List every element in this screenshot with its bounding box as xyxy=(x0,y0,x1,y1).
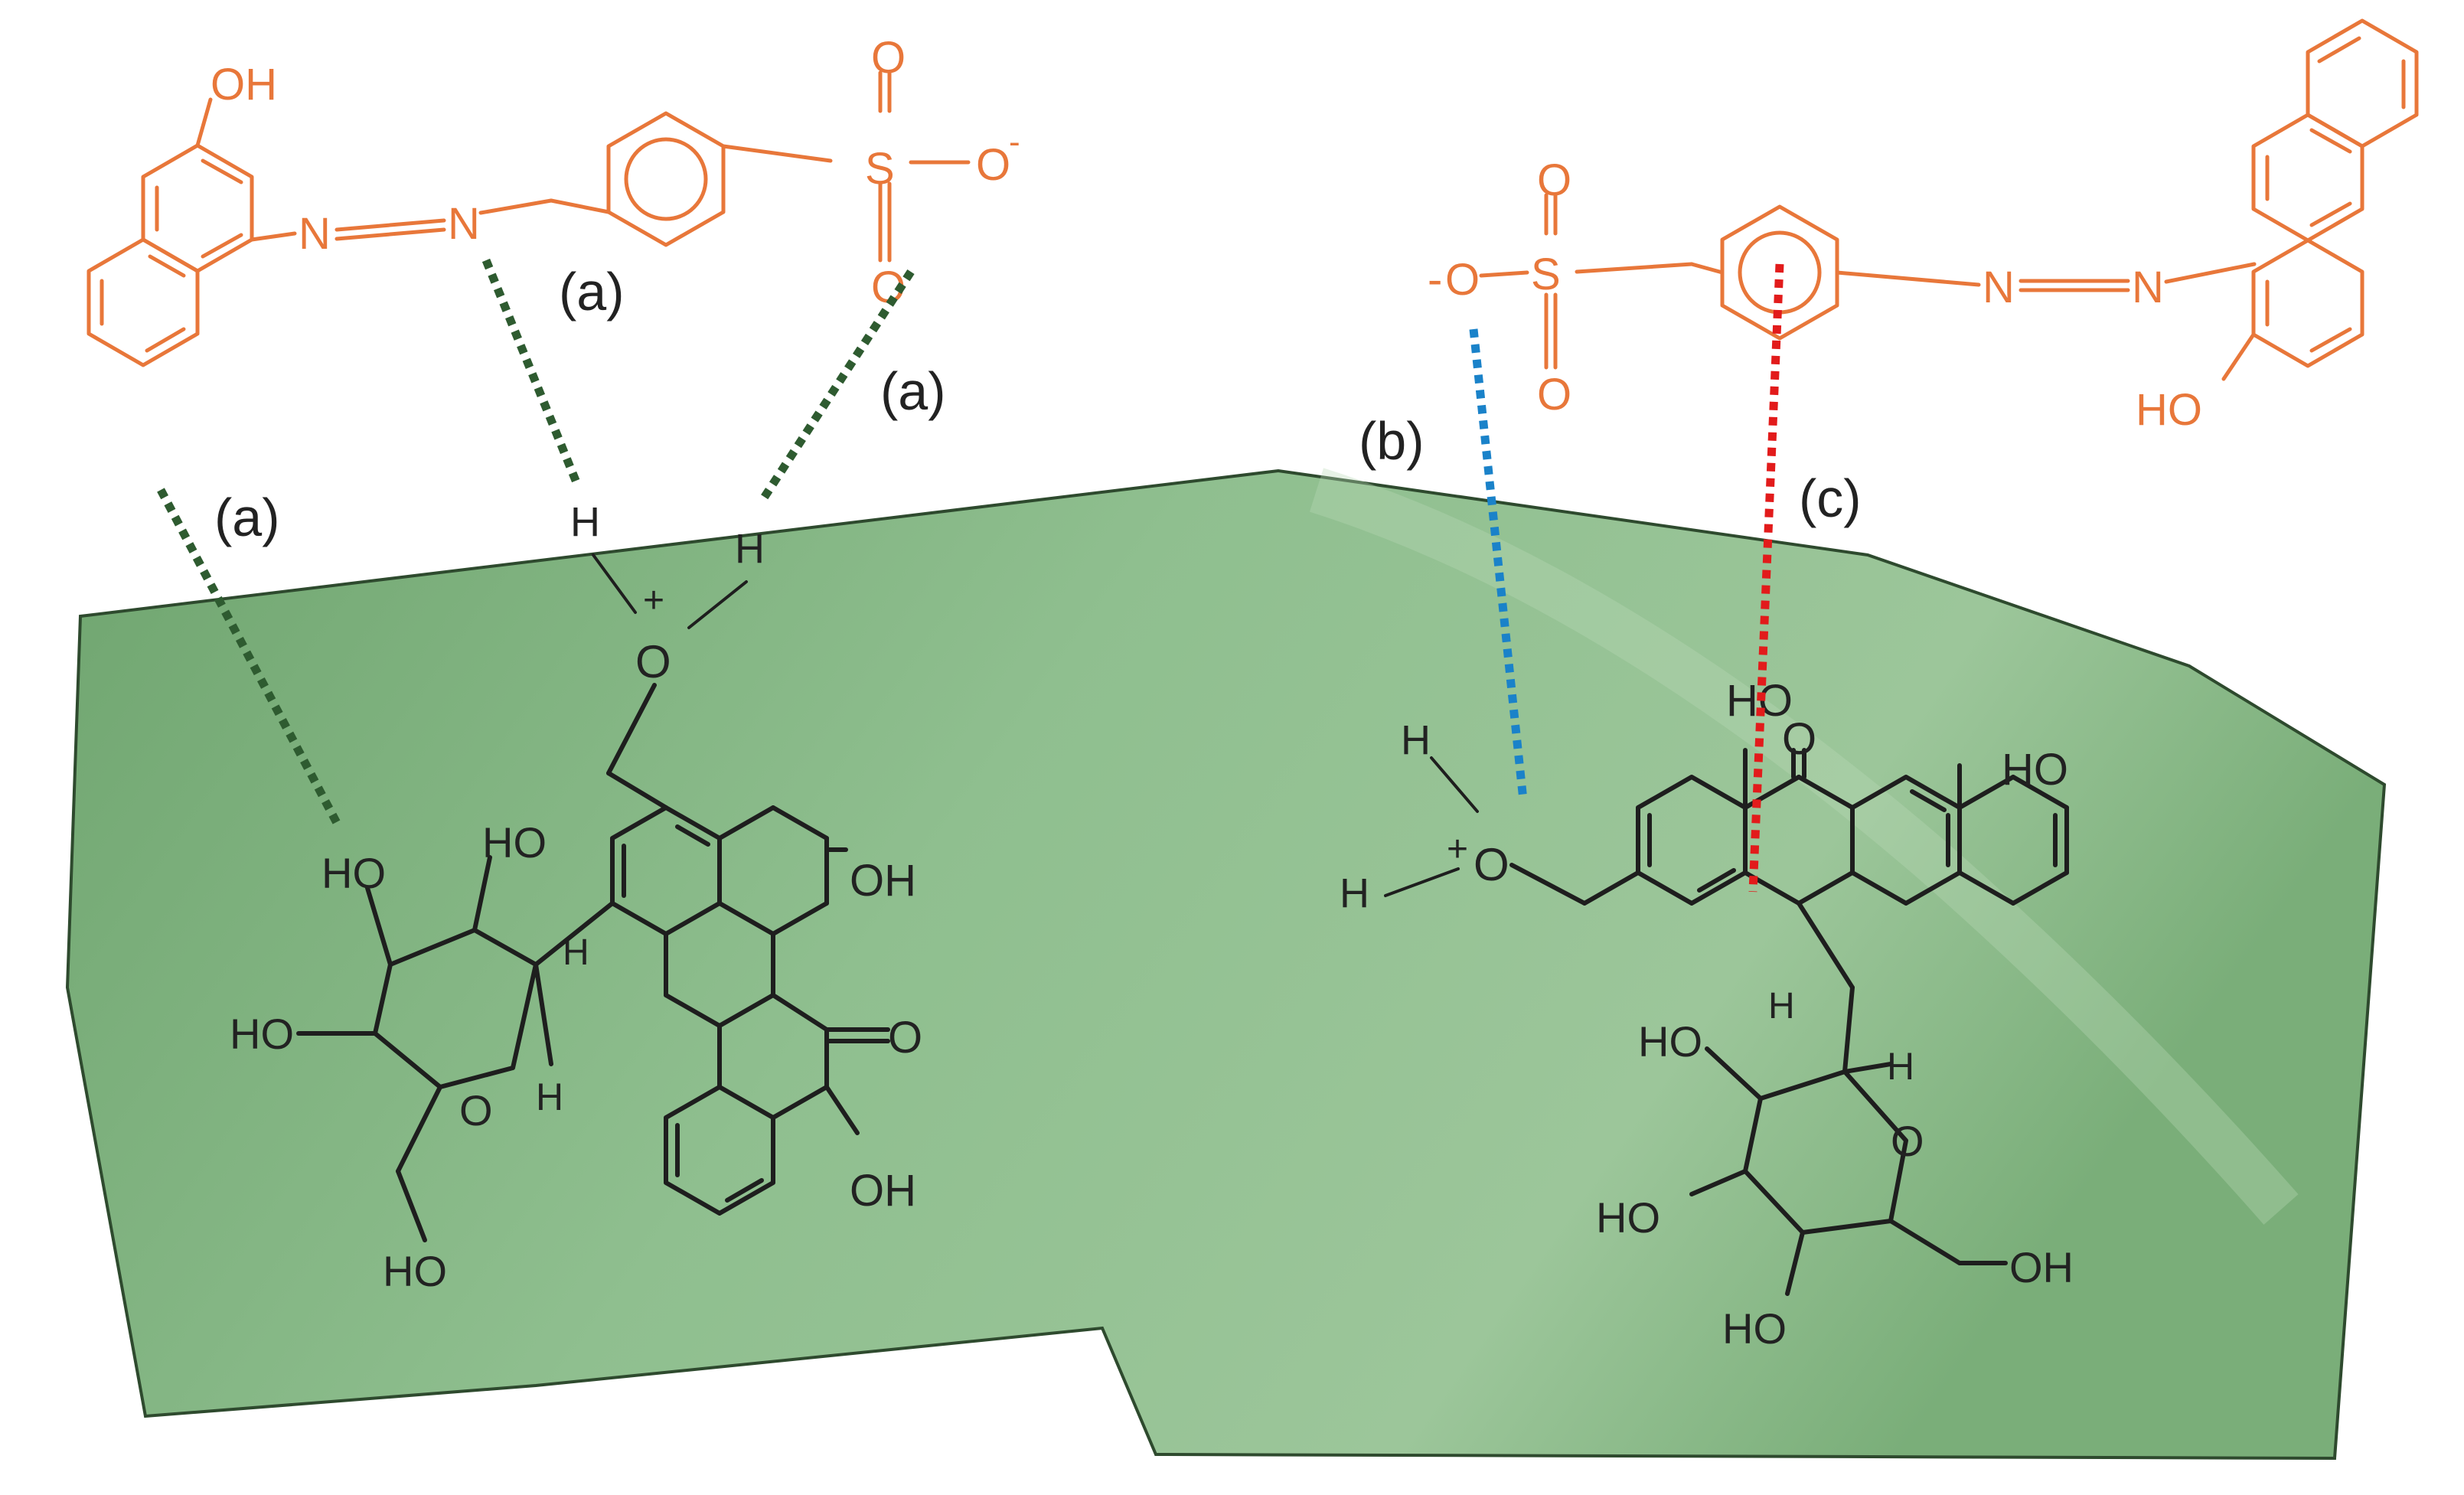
surface-highlight xyxy=(1309,468,2299,1225)
carbonyl-o-label: O xyxy=(1782,714,1816,764)
azo-n1-label: N xyxy=(299,209,331,259)
carbonyl-o-label: O xyxy=(888,1013,922,1062)
sulfonyl-o-top-label: O xyxy=(1537,155,1571,205)
sulfonyl-o-top-label: O xyxy=(871,33,906,83)
h-anomeric-label: H xyxy=(1887,1045,1914,1088)
ho-sugar-2-label: HO xyxy=(321,849,386,897)
hydrogen-1-label: H xyxy=(570,499,600,545)
sulfur-label: S xyxy=(865,144,895,194)
ho-sugar-1-label: HO xyxy=(482,818,547,867)
sulfonate-o-neg-label: O xyxy=(1445,255,1480,305)
hydrogen-1-label: H xyxy=(1401,717,1431,763)
ho-s2-label: HO xyxy=(1596,1193,1660,1242)
dye-molecule-right: - O S O O N N HO xyxy=(1428,18,2419,435)
sulfonyl-o-bottom-label: O xyxy=(1537,370,1571,419)
ho-s3-label: HO xyxy=(1722,1304,1787,1353)
interaction-label-b: (b) xyxy=(1359,411,1425,471)
sulfur-label: S xyxy=(1531,250,1561,299)
aloin-molecule-right: H H + O HO O HO H xyxy=(1340,676,2074,1353)
hbond-line-a2 xyxy=(481,258,583,488)
hydrogen-2-label: H xyxy=(735,526,765,572)
oh-label: OH xyxy=(211,60,277,109)
ho-label: HO xyxy=(2136,385,2202,435)
oh-bottom-right-label: OH xyxy=(850,1166,916,1216)
interaction-label-a2: (a) xyxy=(559,262,625,322)
pi-pi-line-c xyxy=(1748,263,1784,893)
ho-right-label: HO xyxy=(2002,745,2068,795)
oh-ch2-label: OH xyxy=(2009,1243,2074,1291)
interaction-label-a3: (a) xyxy=(880,361,946,421)
negative-charge-label: - xyxy=(1009,123,1020,161)
hbond-line-a1 xyxy=(157,488,341,825)
azo-n1-label: N xyxy=(1983,263,2015,312)
h-anomeric-label: H xyxy=(536,1076,563,1118)
ho-s1-label: HO xyxy=(1638,1017,1702,1066)
aloin-molecule-left: H H + O OH O OH H xyxy=(230,499,922,1295)
azo-n2-label: N xyxy=(448,199,480,249)
dye-molecule-left: OH N N S O O - O xyxy=(86,33,1020,367)
azo-n2-label: N xyxy=(2132,263,2164,312)
h-c10-label: H xyxy=(1768,986,1795,1027)
hydrogen-2-label: H xyxy=(1340,870,1369,916)
electrostatic-line-b xyxy=(1469,328,1528,801)
ho-sugar-3-label: HO xyxy=(230,1010,294,1058)
oh-top-right-label: OH xyxy=(850,856,916,906)
sulfonate-o-neg-label: O xyxy=(976,140,1010,190)
ring-o-label: O xyxy=(1891,1117,1924,1165)
negative-charge-label: - xyxy=(1428,255,1442,305)
plus-charge-label: + xyxy=(643,580,664,621)
oxonium-o-label: O xyxy=(635,636,671,687)
interaction-label-a1: (a) xyxy=(214,488,280,547)
oxonium-o-label: O xyxy=(1474,839,1509,890)
plus-charge-label: + xyxy=(1447,829,1468,870)
ring-o-label: O xyxy=(459,1086,493,1134)
interaction-label-c: (c) xyxy=(1799,468,1862,528)
ho-ch2-label: HO xyxy=(383,1247,447,1295)
